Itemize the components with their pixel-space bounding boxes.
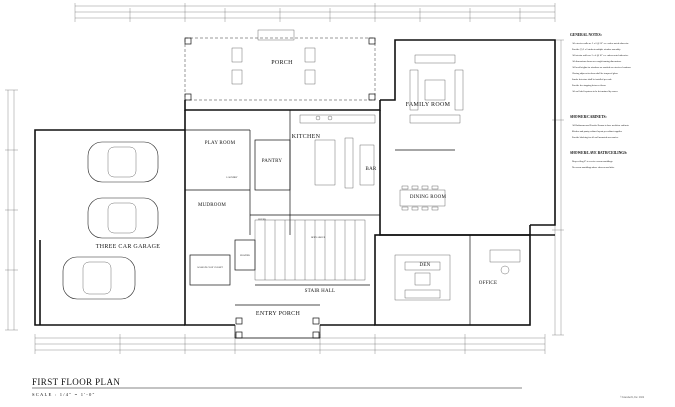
- cabinets-notes-title: SHOWER/CABINETS:: [570, 115, 607, 119]
- room-label-pantry: PANTRY: [262, 159, 283, 164]
- room-label-kitchen: KITCHEN: [292, 134, 321, 140]
- cabinets-note-3: Provide blocking for all wall mounted ac…: [572, 136, 619, 139]
- room-label-family-room: FAMILY ROOM: [406, 102, 451, 108]
- cabinets-note-2: Kitchen and pantry cabinet layout per ca…: [572, 131, 623, 133]
- room-label-stair-hall: STAIR HALL: [305, 289, 336, 294]
- kitchen-fixtures: [299, 114, 376, 189]
- general-notes-title: GENERAL NOTES:: [570, 33, 602, 37]
- room-label-open-above: OPEN ABOVE: [311, 236, 326, 239]
- car-3: [62, 256, 136, 300]
- copyright-note: ©JonesArch, Inc. 2024: [620, 396, 645, 399]
- general-notes: GENERAL NOTES: All exterior walls are 2 …: [570, 33, 631, 169]
- room-label-porch: PORCH: [271, 60, 293, 66]
- stairs: [254, 219, 366, 281]
- entry-porch-columns: [235, 317, 320, 339]
- general-note-3: All interior walls are 2 x 4 @ 16" o.c. …: [572, 54, 629, 57]
- family-room-furniture: [409, 54, 464, 124]
- office-desk: [489, 249, 521, 275]
- room-label-garage: THREE CAR GARAGE: [96, 244, 161, 250]
- general-note-8: Provide fire stopping between floors.: [572, 84, 607, 87]
- room-label-office: OFFICE: [479, 281, 497, 286]
- general-note-1: All exterior walls are 2 x 6 @ 16" o.c. …: [572, 42, 630, 45]
- room-label-powder: POWDER: [240, 255, 250, 257]
- general-note-5: All head heights for windows are marked …: [572, 66, 631, 69]
- left-dimension-lines: [5, 89, 18, 331]
- right-dimension-lines: [552, 39, 564, 336]
- ceilings-note-1: Drop ceiling 8" to receive crown mouldin…: [572, 160, 613, 163]
- general-note-6: Glazing adjacent to doors shall be tempe…: [572, 72, 618, 75]
- title-block: FIRST FLOOR PLAN SCALE : 1/4" = 1'-0" ©J…: [32, 377, 645, 399]
- room-label-bar: BAR: [366, 167, 377, 172]
- car-2: [87, 197, 159, 239]
- sheet-title: FIRST FLOOR PLAN: [32, 377, 120, 387]
- car-1: [87, 141, 159, 183]
- room-label-mudroom: MUDROOM: [198, 203, 226, 208]
- cabinets-note-1: All Bathrooms and Powder Rooms to have m…: [572, 124, 630, 127]
- room-label-foyer: FOYER: [258, 219, 266, 221]
- ceilings-notes-title: SHOWER/LAVE BATH/CEILINGS:: [570, 151, 627, 155]
- room-label-play-room: PLAY ROOM: [205, 141, 236, 146]
- general-note-4: All dimensions shown are rough framing d…: [572, 60, 622, 63]
- room-label-laundry: LAUNDRY: [226, 176, 237, 179]
- room-label-den: DEN: [420, 263, 431, 268]
- general-note-9: All wall shelf systems to be determined …: [572, 90, 618, 93]
- general-note-7: Smoke detectors shall be installed per c…: [572, 79, 613, 81]
- garage-cars: [62, 141, 159, 300]
- porch-outline: [184, 29, 376, 101]
- general-note-2: Provide (2) 2 x 6 studs at multiple wind…: [572, 48, 621, 51]
- den-furniture: [394, 254, 451, 301]
- bottom-dimension-lines: [34, 334, 546, 354]
- room-label-coat-closet: WALK-IN COAT CLOSET: [197, 266, 223, 269]
- top-dimension-lines: [74, 3, 556, 22]
- exterior-walls: [34, 39, 556, 326]
- sheet-scale: SCALE : 1/4" = 1'-0": [32, 392, 96, 397]
- ceilings-note-2: No crown mouldings above showers and tub…: [572, 166, 615, 169]
- dining-table: [399, 185, 446, 211]
- room-label-dining-room: DINING ROOM: [410, 195, 447, 200]
- room-label-entry-porch: ENTRY PORCH: [256, 311, 301, 317]
- interior-walls: [185, 110, 471, 339]
